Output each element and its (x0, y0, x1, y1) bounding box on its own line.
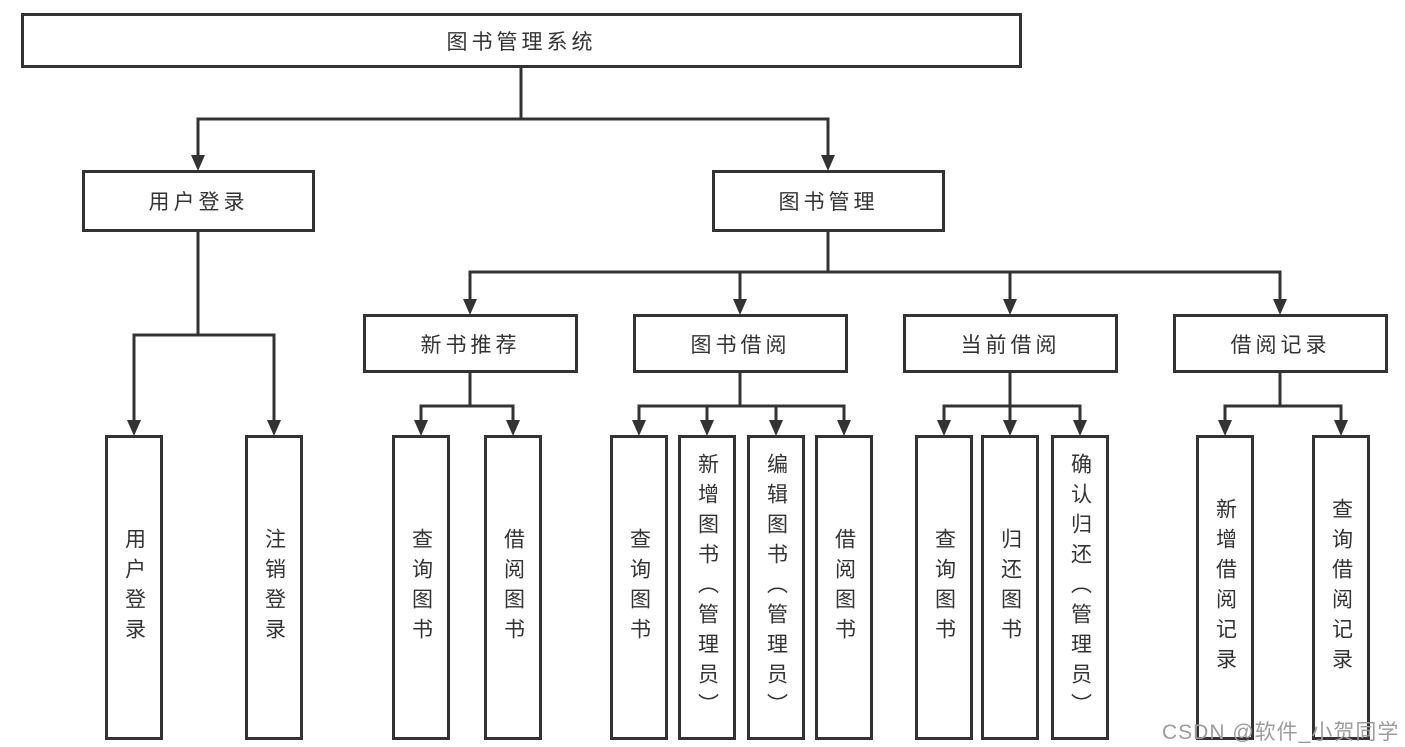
leaf-current-query-books-label: 查询图书 (932, 527, 956, 648)
connector-records-group (1223, 372, 1343, 429)
leaf-recommend-query-books: 查询图书 (392, 435, 450, 740)
node-user-login: 用户登录 (82, 170, 315, 232)
connector-management-group (468, 231, 1282, 307)
node-book-borrow-label: 图书借阅 (690, 333, 791, 357)
connector-current-group (942, 372, 1082, 429)
node-user-login-label: 用户登录 (148, 191, 249, 214)
leaf-borrow-edit-books-admin: 编辑图书（管理员） (747, 435, 805, 740)
leaf-borrow-edit-books-admin-label: 编辑图书（管理员） (764, 452, 788, 723)
node-new-book-recommend: 新书推荐 (363, 314, 578, 373)
leaf-borrow-query-books-label: 查询图书 (627, 527, 651, 648)
leaf-user-login-label: 用户登录 (122, 527, 146, 648)
node-book-management: 图书管理 (712, 170, 945, 232)
leaf-current-return-books-label: 归还图书 (998, 527, 1022, 648)
leaf-logout-label: 注销登录 (262, 527, 286, 648)
leaf-current-confirm-return-admin: 确认归还（管理员） (1051, 435, 1109, 740)
node-book-borrow: 图书借阅 (633, 314, 848, 373)
leaf-borrow-add-books-admin-label: 新增图书（管理员） (695, 452, 719, 723)
node-book-management-label: 图书管理 (778, 191, 879, 214)
node-current-borrow-label: 当前借阅 (960, 333, 1061, 357)
leaf-current-confirm-return-admin-label: 确认归还（管理员） (1068, 452, 1092, 723)
node-root: 图书管理系统 (21, 13, 1022, 68)
leaf-user-login: 用户登录 (105, 435, 163, 740)
leaf-current-return-books: 归还图书 (981, 435, 1039, 740)
leaf-borrow-add-books-admin: 新增图书（管理员） (678, 435, 736, 740)
leaf-records-add-record-label: 新增借阅记录 (1213, 497, 1237, 678)
connector-login-group (132, 231, 276, 428)
leaf-recommend-borrow-books: 借阅图书 (484, 435, 542, 740)
node-borrow-records-label: 借阅记录 (1230, 333, 1331, 357)
leaf-borrow-query-books: 查询图书 (610, 435, 668, 740)
connector-root (196, 65, 830, 164)
leaf-borrow-borrow-books: 借阅图书 (815, 435, 873, 740)
connector-borrow-group (637, 372, 846, 429)
node-root-label: 图书管理系统 (446, 30, 597, 54)
leaf-recommend-borrow-books-label: 借阅图书 (501, 527, 525, 648)
node-borrow-records: 借阅记录 (1173, 314, 1388, 373)
connector-recommend-group (419, 372, 515, 429)
arrowheads (127, 155, 1348, 436)
leaf-records-add-record: 新增借阅记录 (1196, 435, 1254, 740)
leaf-logout: 注销登录 (245, 435, 303, 740)
leaf-borrow-borrow-books-label: 借阅图书 (832, 527, 856, 648)
node-new-book-recommend-label: 新书推荐 (420, 333, 521, 357)
leaf-recommend-query-books-label: 查询图书 (409, 527, 433, 648)
leaf-records-query-record: 查询借阅记录 (1312, 435, 1370, 740)
leaf-current-query-books: 查询图书 (915, 435, 973, 740)
csdn-watermark: CSDN @软件_小贺同学 (1162, 721, 1400, 744)
leaf-records-query-record-label: 查询借阅记录 (1329, 497, 1353, 678)
node-current-borrow: 当前借阅 (903, 314, 1118, 373)
